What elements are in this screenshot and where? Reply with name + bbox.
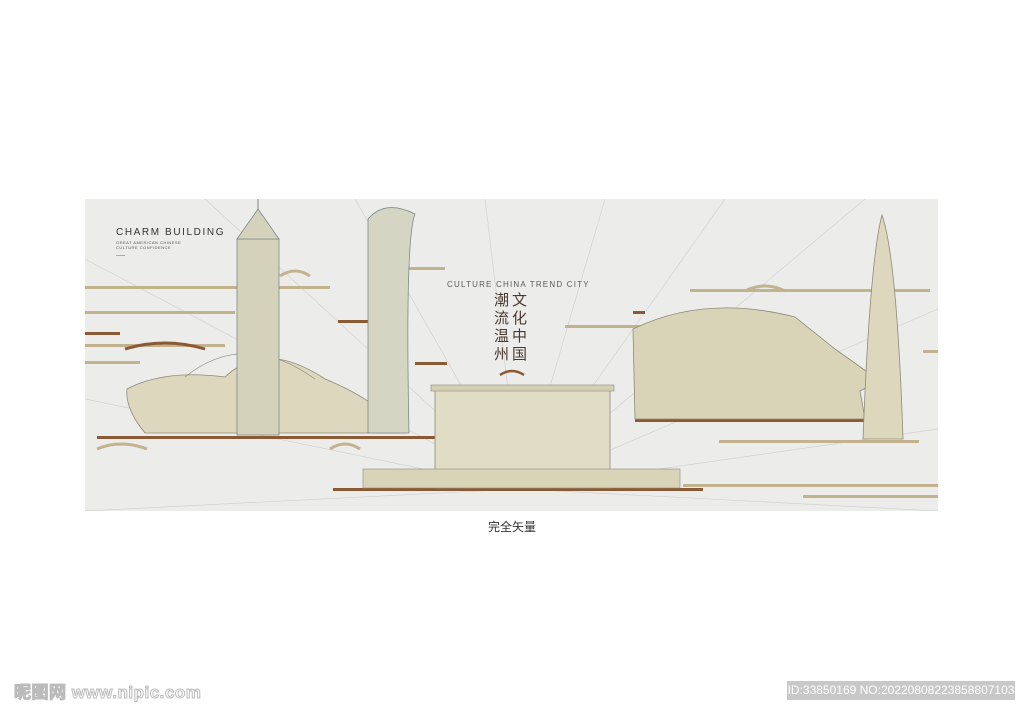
heading: CHARM BUILDING	[116, 227, 226, 238]
arc-ornament	[499, 369, 525, 377]
central-hall	[362, 384, 681, 489]
decorative-bands	[85, 267, 938, 498]
title-right-column: 文化中国	[512, 292, 528, 363]
image-id-bar: ID:33850169 NO:20220808223858807103	[787, 681, 1015, 700]
wave-building	[632, 307, 881, 420]
heading-dash	[116, 255, 125, 256]
subheading: GREAT AMERICAN CHINESE CULTURE CONFIDENC…	[116, 240, 182, 250]
title-left-column: 潮流温州	[494, 292, 510, 363]
spire-tower	[862, 213, 904, 440]
caption: 完全矢量	[487, 520, 536, 534]
tagline: CULTURE CHINA TREND CITY	[447, 280, 590, 289]
tower-left	[236, 199, 280, 436]
city-skyline-illustration	[85, 199, 938, 511]
nipic-watermark: 昵图网 www.nipic.com	[13, 683, 202, 703]
illustration-panel: CHARM BUILDING GREAT AMERICAN CHINESE CU…	[85, 199, 938, 511]
tower-twisted	[367, 207, 416, 434]
